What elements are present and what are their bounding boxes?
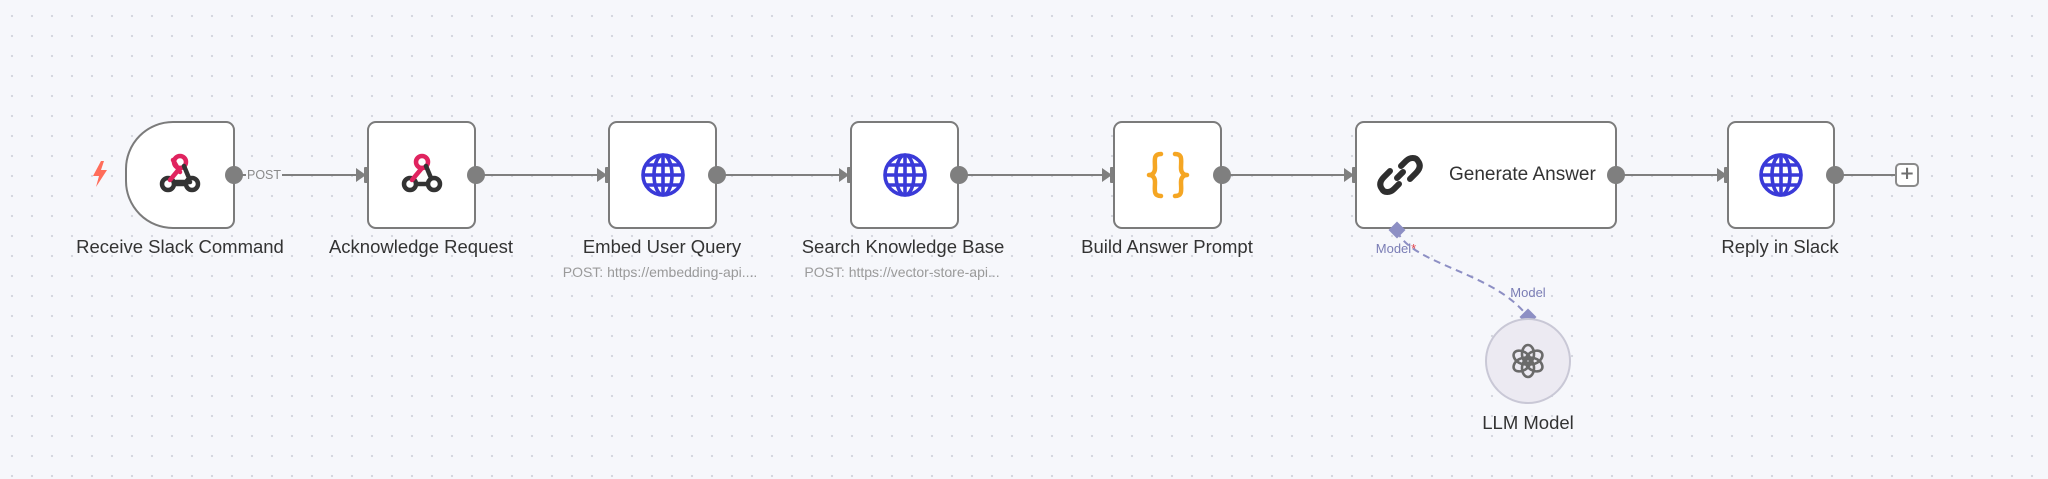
openai-icon	[1503, 336, 1553, 386]
node-sublabel-embed: POST: https://embedding-api....	[562, 264, 758, 280]
add-node-button[interactable]: +	[1895, 163, 1919, 187]
node-label-ack: Acknowledge Request	[328, 236, 514, 257]
chain-link-icon	[1375, 150, 1425, 200]
output-port-reply[interactable]	[1826, 166, 1844, 184]
output-port-ack[interactable]	[467, 166, 485, 184]
output-port-prompt[interactable]	[1213, 166, 1231, 184]
arrowhead-reply	[1717, 168, 1727, 182]
braces-icon	[1143, 150, 1193, 200]
node-label-prompt: Build Answer Prompt	[1081, 236, 1253, 257]
output-port-generate[interactable]	[1607, 166, 1625, 184]
arrowhead-search	[839, 168, 849, 182]
output-port-receive[interactable]	[225, 166, 243, 184]
connection-label-post: POST	[246, 168, 283, 182]
node-label-llm: LLM Model	[1482, 412, 1574, 433]
webhook-icon	[397, 150, 447, 200]
trigger-bolt-icon	[93, 161, 107, 187]
globe-icon	[1756, 150, 1806, 200]
node-sublabel-search: POST: https://vector-store-api...	[804, 264, 1000, 280]
webhook-icon	[155, 150, 205, 200]
node-embed-user-query[interactable]	[608, 121, 717, 229]
output-port-search[interactable]	[950, 166, 968, 184]
node-build-answer-prompt[interactable]	[1113, 121, 1222, 229]
arrowhead-embed	[597, 168, 607, 182]
node-search-knowledge-base[interactable]	[850, 121, 959, 229]
arrowhead-generate	[1344, 168, 1354, 182]
output-port-embed[interactable]	[708, 166, 726, 184]
node-llm-model[interactable]	[1485, 318, 1571, 404]
globe-icon	[638, 150, 688, 200]
node-title-generate: Generate Answer	[1449, 164, 1596, 185]
arrowhead-prompt	[1102, 168, 1112, 182]
node-receive-slack-command[interactable]	[125, 121, 235, 229]
arrowhead-ack	[356, 168, 366, 182]
globe-icon	[880, 150, 930, 200]
node-label-search: Search Knowledge Base	[801, 236, 1005, 257]
node-label-reply: Reply in Slack	[1721, 236, 1839, 257]
node-label-embed: Embed User Query	[582, 236, 742, 257]
node-generate-answer[interactable]: Generate Answer	[1355, 121, 1617, 229]
node-label-receive: Receive Slack Command	[76, 236, 284, 257]
node-acknowledge-request[interactable]	[367, 121, 476, 229]
node-reply-in-slack[interactable]	[1727, 121, 1835, 229]
ai-connection-model[interactable]	[1396, 230, 1529, 318]
model-port-label: Model*	[1375, 241, 1417, 256]
llm-port-label: Model	[1510, 285, 1546, 300]
